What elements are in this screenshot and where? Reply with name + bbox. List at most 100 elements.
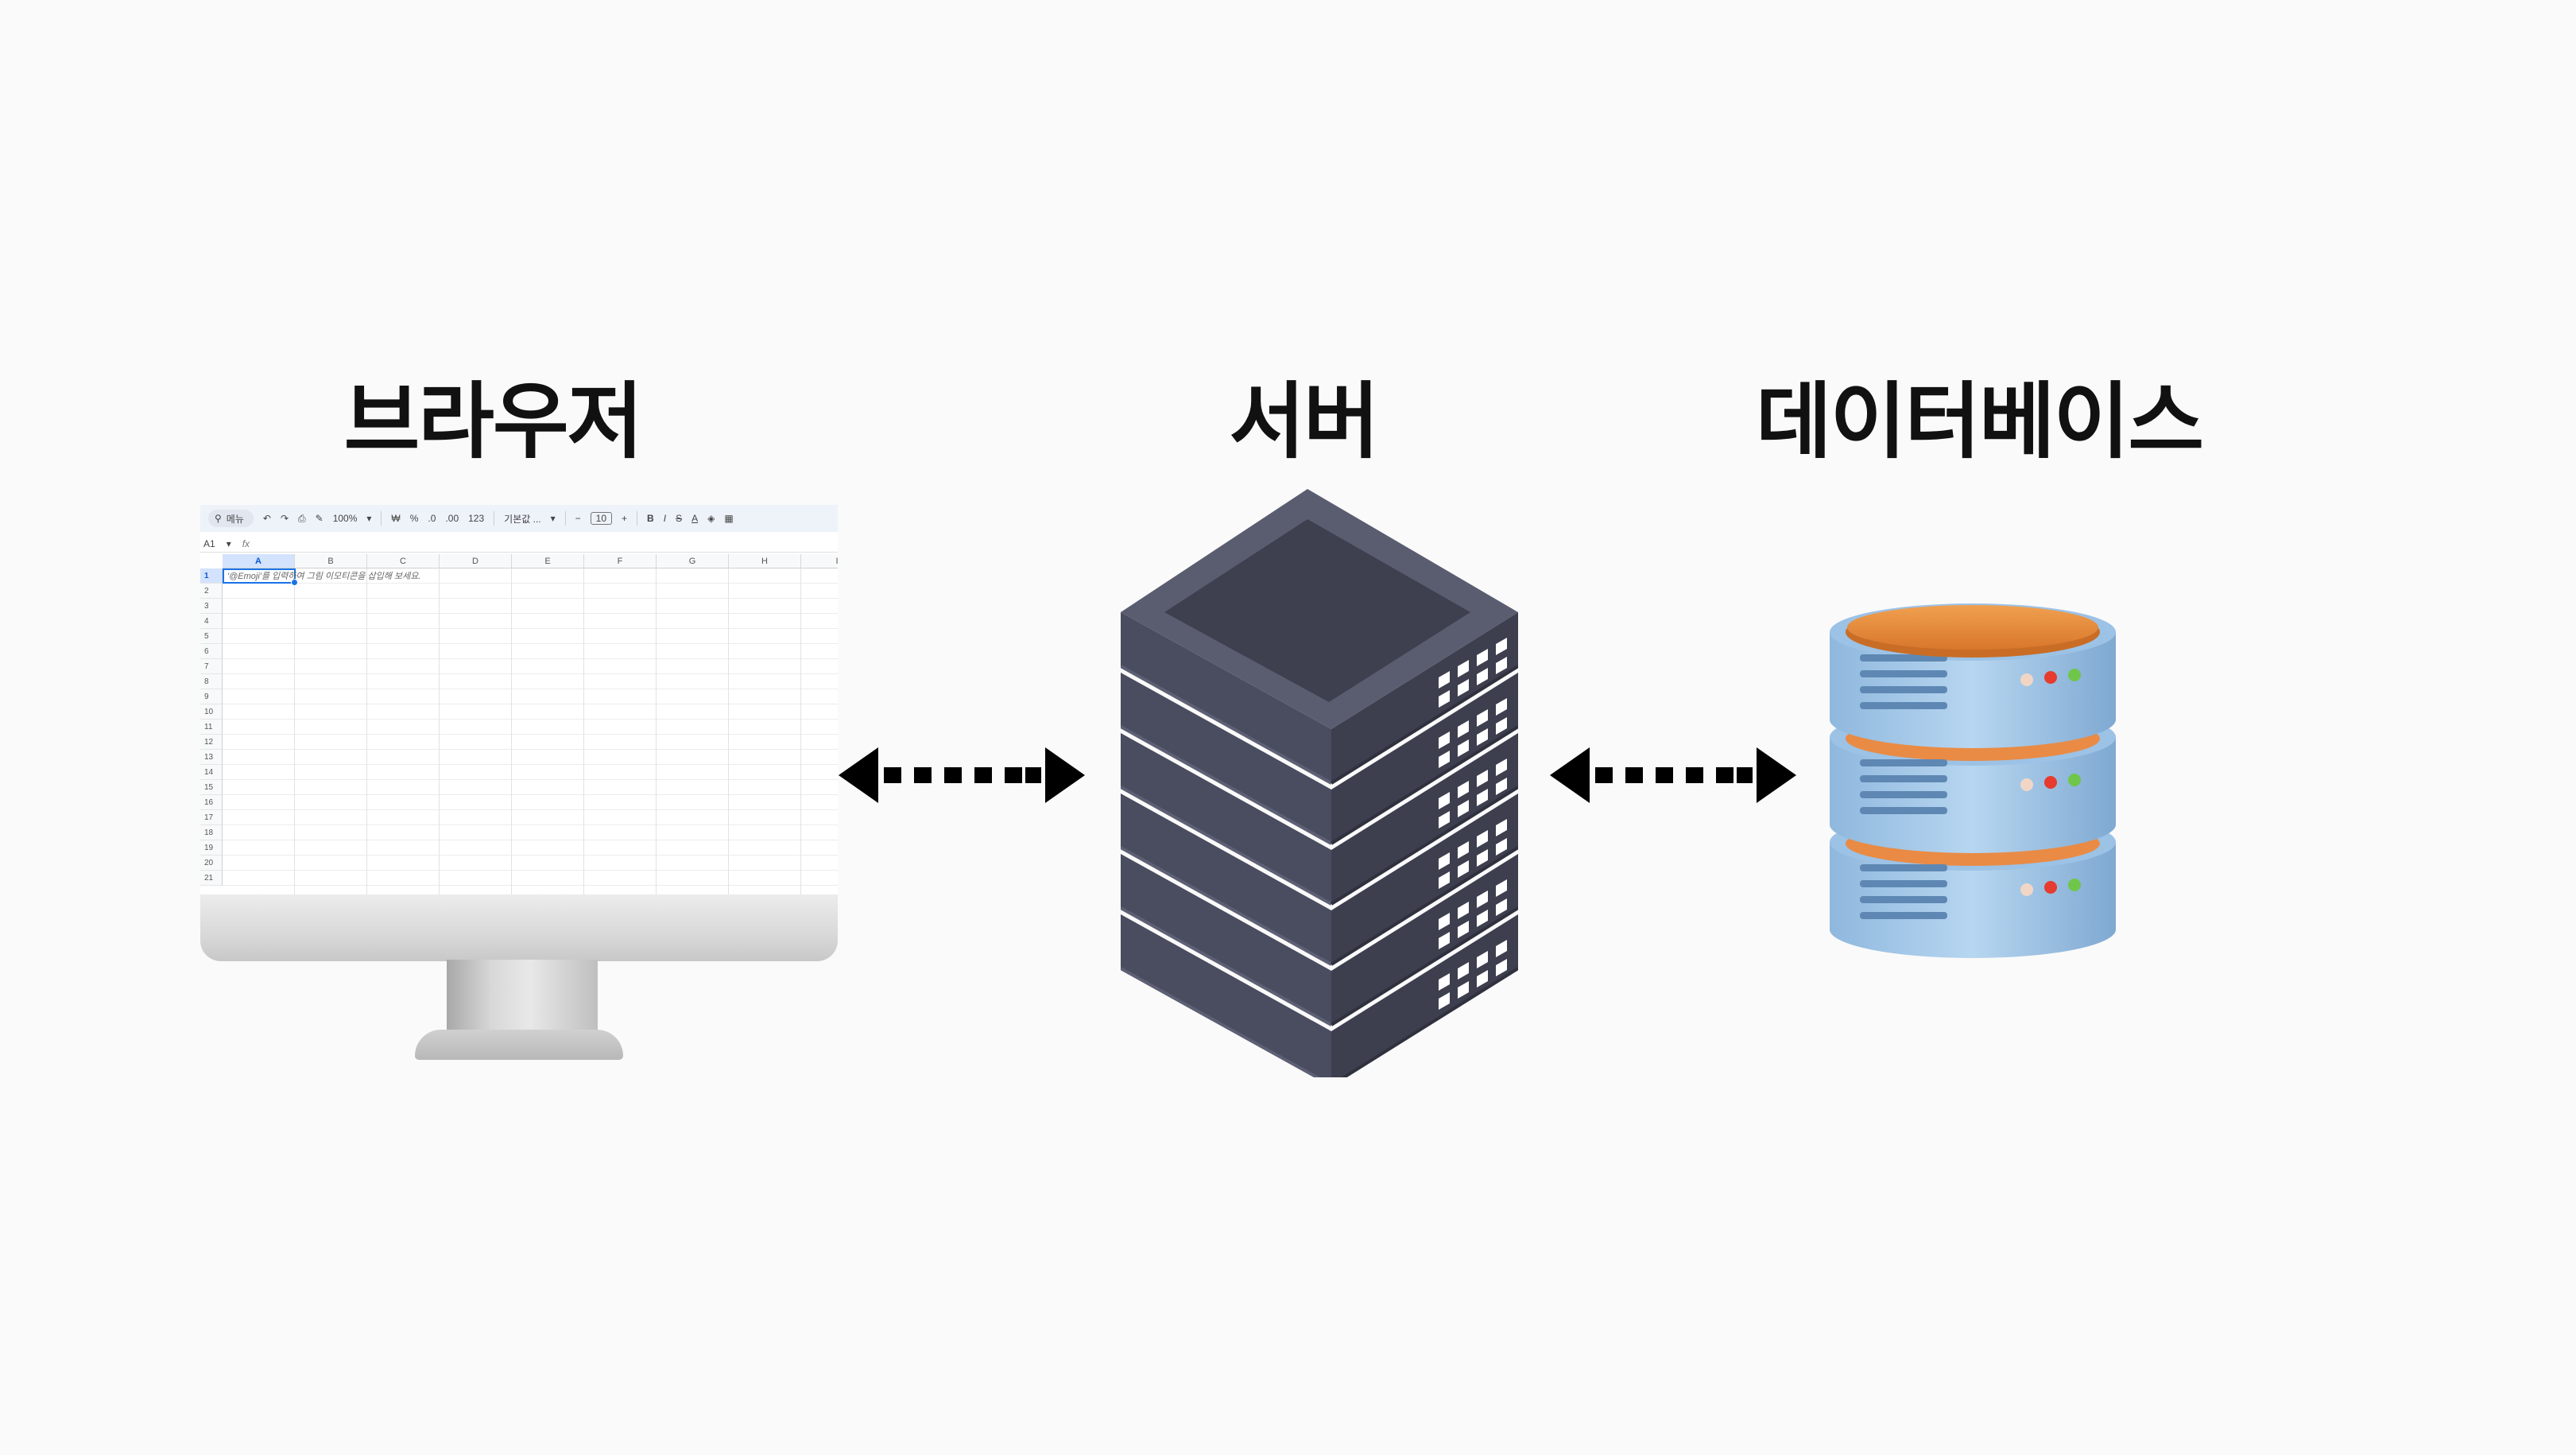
font-size-input[interactable]: 10 bbox=[590, 512, 613, 525]
print-icon[interactable]: ⎙ bbox=[298, 512, 306, 524]
arrow-head-right bbox=[1757, 747, 1796, 803]
zoom-select[interactable]: 100% bbox=[332, 513, 358, 524]
column-header[interactable]: G bbox=[657, 554, 729, 568]
row-header[interactable]: 8 bbox=[200, 674, 223, 689]
paint-format-icon[interactable]: ✎ bbox=[315, 513, 323, 524]
vent-line bbox=[1860, 896, 1947, 903]
status-led bbox=[2068, 669, 2081, 681]
vent-slot bbox=[1439, 992, 1450, 1010]
column-header[interactable]: A bbox=[223, 554, 295, 568]
vent-slot bbox=[1458, 800, 1469, 817]
row-header[interactable]: 10 bbox=[200, 704, 223, 720]
vent-slot bbox=[1458, 860, 1469, 878]
row-header[interactable]: 20 bbox=[200, 856, 223, 871]
row-header[interactable]: 7 bbox=[200, 659, 223, 674]
vent-slot bbox=[1458, 679, 1469, 696]
fill-color-icon[interactable]: ◈ bbox=[707, 513, 715, 524]
row-header[interactable]: 18 bbox=[200, 825, 223, 840]
row-header[interactable]: 1 bbox=[200, 568, 223, 584]
vent-slot bbox=[1477, 849, 1488, 867]
row-header[interactable]: 2 bbox=[200, 584, 223, 599]
redo-icon[interactable]: ↷ bbox=[280, 513, 289, 524]
row-header[interactable]: 6 bbox=[200, 644, 223, 659]
double-arrow-icon bbox=[839, 747, 1085, 803]
arrow-head-left bbox=[839, 747, 878, 803]
column-header[interactable]: C bbox=[367, 554, 440, 568]
column-header[interactable]: B bbox=[295, 554, 367, 568]
vent-slot bbox=[1439, 690, 1450, 708]
selected-cell-a1[interactable] bbox=[223, 568, 298, 586]
increase-decimal-button[interactable]: .00 bbox=[445, 513, 459, 524]
menu-search-label: 메뉴 bbox=[226, 513, 244, 525]
vent-slot bbox=[1496, 898, 1507, 916]
row-header[interactable]: 5 bbox=[200, 629, 223, 644]
strikethrough-button[interactable]: S bbox=[676, 513, 683, 524]
row-header[interactable]: 15 bbox=[200, 780, 223, 795]
vent-slot bbox=[1496, 959, 1507, 976]
cell-grid[interactable] bbox=[223, 568, 838, 894]
monitor-chin bbox=[200, 894, 838, 961]
column-header[interactable]: E bbox=[512, 554, 584, 568]
name-box[interactable]: A1 bbox=[203, 537, 215, 549]
cell-a1-text: '@Emoji'를 입력하여 그림 이모티콘을 삽입해 보세요. bbox=[227, 572, 421, 581]
row-header[interactable]: 12 bbox=[200, 735, 223, 750]
text-color-button[interactable]: A bbox=[691, 513, 699, 524]
decrease-decimal-button[interactable]: .0 bbox=[428, 513, 436, 524]
font-size-decrease-button[interactable]: − bbox=[575, 513, 581, 524]
vent-slot bbox=[1477, 728, 1488, 746]
arrow-dotted-line bbox=[1595, 767, 1753, 783]
font-select[interactable]: 기본값 ... bbox=[504, 513, 541, 525]
vent-slot bbox=[1496, 838, 1507, 856]
row-header[interactable]: 4 bbox=[200, 614, 223, 629]
column-header[interactable]: I bbox=[801, 554, 838, 568]
vent-slot bbox=[1496, 638, 1507, 655]
toolbar-divider bbox=[381, 511, 382, 526]
vent-slot bbox=[1439, 792, 1450, 809]
double-arrow-icon bbox=[1550, 747, 1796, 803]
undo-icon[interactable]: ↶ bbox=[262, 513, 271, 524]
row-header[interactable]: 14 bbox=[200, 765, 223, 780]
status-led bbox=[2068, 879, 2081, 891]
status-led bbox=[2020, 883, 2033, 896]
vent-slot bbox=[1439, 852, 1450, 870]
currency-button[interactable]: ₩ bbox=[391, 513, 401, 524]
vent-slot bbox=[1496, 819, 1507, 836]
arrow-head-right bbox=[1045, 747, 1085, 803]
vent-slot bbox=[1458, 962, 1469, 980]
vent-line bbox=[1860, 864, 1947, 871]
formula-bar: A1 ▾ fx bbox=[200, 535, 838, 553]
chevron-down-icon: ▾ bbox=[550, 513, 556, 524]
chevron-down-icon: ▾ bbox=[366, 513, 372, 524]
row-header[interactable]: 13 bbox=[200, 750, 223, 765]
status-led bbox=[2044, 671, 2057, 684]
borders-icon[interactable]: ▦ bbox=[724, 513, 734, 524]
percent-button[interactable]: % bbox=[409, 513, 419, 524]
column-header[interactable]: H bbox=[729, 554, 801, 568]
row-header[interactable]: 16 bbox=[200, 795, 223, 810]
italic-button[interactable]: I bbox=[663, 513, 667, 524]
column-header[interactable]: D bbox=[440, 554, 512, 568]
row-header[interactable]: 11 bbox=[200, 720, 223, 735]
vent-slot bbox=[1477, 709, 1488, 727]
row-header[interactable]: 17 bbox=[200, 810, 223, 825]
vent-line bbox=[1860, 791, 1947, 798]
vent-line bbox=[1860, 912, 1947, 919]
vent-slot bbox=[1477, 649, 1488, 666]
status-led bbox=[2020, 673, 2033, 686]
server-rack-icon bbox=[1121, 489, 1518, 1077]
row-header[interactable]: 9 bbox=[200, 689, 223, 704]
status-led bbox=[2020, 778, 2033, 791]
server-units bbox=[1121, 612, 1518, 1077]
number-format-button[interactable]: 123 bbox=[468, 513, 485, 524]
status-led bbox=[2044, 776, 2057, 789]
vent-slot bbox=[1458, 921, 1469, 938]
bold-button[interactable]: B bbox=[647, 513, 654, 524]
row-header[interactable]: 3 bbox=[200, 599, 223, 614]
row-header[interactable]: 21 bbox=[200, 871, 223, 886]
font-size-increase-button[interactable]: + bbox=[622, 513, 628, 524]
column-header[interactable]: F bbox=[584, 554, 657, 568]
menu-search[interactable]: ⚲ 메뉴 bbox=[208, 510, 254, 527]
vent-line bbox=[1860, 880, 1947, 887]
row-header[interactable]: 19 bbox=[200, 840, 223, 856]
